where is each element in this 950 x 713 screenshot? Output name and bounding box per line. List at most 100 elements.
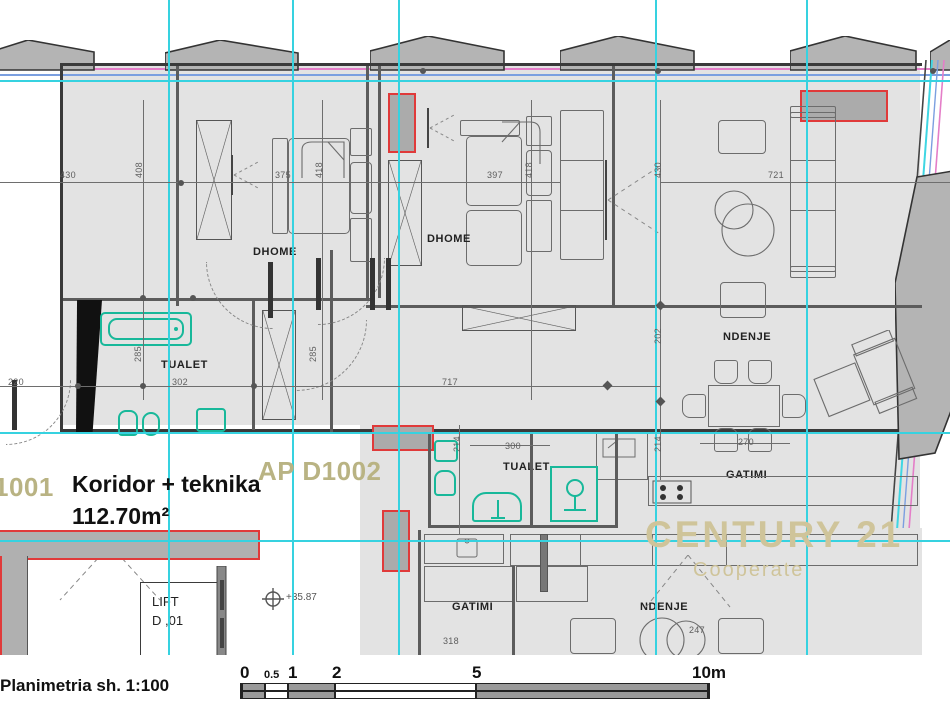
- balcony-canopy-2: [164, 39, 305, 72]
- scale-tick-0: [241, 684, 243, 698]
- dimension-label: 270: [738, 437, 754, 447]
- dimension-label: 202: [653, 328, 663, 344]
- dining-chair-left: [682, 394, 706, 418]
- dimension-line-dining: [700, 443, 790, 444]
- grid-axis-v-4: [806, 0, 808, 713]
- dimension-line-kitchen: [470, 445, 550, 446]
- partition-wall-bed1-right: [176, 66, 179, 306]
- dimension-label: 318: [443, 636, 459, 646]
- ceiling-light-dash-1: [628, 555, 731, 608]
- elevation-marker-value: +35.87: [286, 592, 317, 603]
- dimension-label: 300: [505, 441, 521, 451]
- sofa-armrest-top: [790, 106, 836, 118]
- exterior-wall-corridor-left: [60, 300, 63, 432]
- room-label-dhome-2: DHOME: [427, 233, 471, 245]
- balcony-canopy-6: [929, 39, 950, 72]
- floor-slab-bottom: [410, 528, 922, 668]
- dimension-label: 285: [308, 346, 318, 362]
- grid-axis-v-3: [655, 0, 657, 713]
- balcony-canopy-1: [0, 39, 100, 71]
- door-leaf-bedroom2-b: [386, 258, 391, 310]
- closet-bedroom2-div-2: [560, 210, 604, 211]
- partition-wall-bath2-bottom: [428, 525, 618, 528]
- dimension-label: 375: [275, 170, 291, 180]
- counter-div-lower-1: [580, 534, 581, 566]
- grid-axis-v-1: [292, 0, 294, 713]
- lift-shaft-box: [140, 582, 220, 670]
- counter-div-lower-2: [652, 534, 653, 566]
- apartment-code-right: AP D1002: [258, 456, 382, 486]
- door-leaf-lower: [540, 534, 548, 592]
- armchair-lower-1: [570, 618, 616, 654]
- closet-bedroom2-div-1: [560, 160, 604, 161]
- sofa-armrest-bottom: [790, 266, 836, 278]
- balcony-canopy-3: [369, 35, 510, 72]
- lift-core-wall-left: [0, 556, 28, 670]
- room-label-dhome-1: DHOME: [253, 246, 297, 258]
- wardrobe-bedroom1: [196, 120, 232, 240]
- room-label-tualet-2: TUALET: [503, 461, 550, 473]
- dimension-node-e: [140, 383, 146, 389]
- dimension-label: 214: [653, 436, 663, 452]
- exterior-wall-mid-bottom: [362, 429, 922, 432]
- closet-bedroom2: [560, 110, 604, 260]
- partition-wall-lower-vert: [418, 530, 421, 670]
- bed-bedroom2-headboard: [460, 120, 520, 136]
- scale-label: 2: [332, 663, 342, 682]
- dimension-label: 220: [8, 377, 24, 387]
- bed-bedroom2-fold: [500, 120, 546, 166]
- lift-core-fill: [0, 530, 260, 560]
- grid-axis-h-1: [0, 432, 950, 434]
- dimension-label: 302: [172, 377, 188, 387]
- grid-axis-h-3: [0, 80, 950, 82]
- kitchen-counter-run: [648, 476, 918, 506]
- window-symbol-bed1: [230, 155, 264, 195]
- plan-title: Planimetria sh. 1:100: [0, 676, 170, 695]
- dimension-line-mid: [0, 386, 660, 387]
- dining-chair-right: [782, 394, 806, 418]
- dimension-node-k: [655, 68, 661, 74]
- sofa-cushion-div-2: [790, 210, 836, 211]
- lounge-set-angled: [812, 329, 922, 440]
- dimension-vert-1: [143, 100, 144, 400]
- dimension-label: 214: [452, 436, 462, 452]
- dimension-label: 721: [768, 170, 784, 180]
- dimension-node-d: [75, 383, 81, 389]
- room-label-gatimi-2: GATIMI: [452, 601, 494, 613]
- room-label-tualet-1: TUALET: [161, 359, 208, 371]
- dimension-node-g: [178, 180, 184, 186]
- apartment-code-left: 1001: [0, 472, 54, 502]
- nightstand-bedroom1-c: [350, 218, 372, 262]
- dimension-node-j: [420, 68, 426, 74]
- nightstand-bedroom1-a: [350, 128, 372, 156]
- counter-div-lower-3: [726, 534, 727, 566]
- counter-run-lower: [510, 534, 918, 566]
- dimension-label: 408: [134, 162, 144, 178]
- partition-wall-upper-bottom: [366, 305, 922, 308]
- sink-bath1: [196, 408, 226, 432]
- shower-bath2: [550, 466, 598, 522]
- bidet-bath1: [142, 412, 160, 436]
- column-highlight-top-left: [388, 93, 416, 153]
- apartment-name: Koridor + teknika: [72, 471, 261, 497]
- scale-label: 0.5: [264, 669, 280, 681]
- facade-guide-blue: [0, 74, 950, 76]
- dimension-line-top-right: [660, 182, 950, 183]
- wardrobe-corridor: [262, 310, 296, 420]
- scale-tick-05: [264, 684, 266, 698]
- bathtub-bath2-fixture: [490, 498, 506, 520]
- window-symbol-bed2: [424, 108, 458, 148]
- elevation-marker-icon: [262, 588, 284, 610]
- partition-wall-kitchen-right: [615, 432, 618, 528]
- dimension-vert-4: [660, 100, 661, 450]
- cabinet-lower-bottom-2: [516, 566, 588, 602]
- column-diagonal-right: [894, 165, 950, 465]
- armchair-living-2: [720, 282, 766, 318]
- dimension-label: 430: [60, 170, 76, 180]
- door-leaf-bed1: [268, 262, 273, 318]
- door-leaf-bedroom2-a: [370, 258, 375, 310]
- coffee-table-round-living: [712, 188, 782, 258]
- room-label-gatimi-1: GATIMI: [726, 469, 768, 481]
- partition-wall-bath-right: [252, 300, 255, 430]
